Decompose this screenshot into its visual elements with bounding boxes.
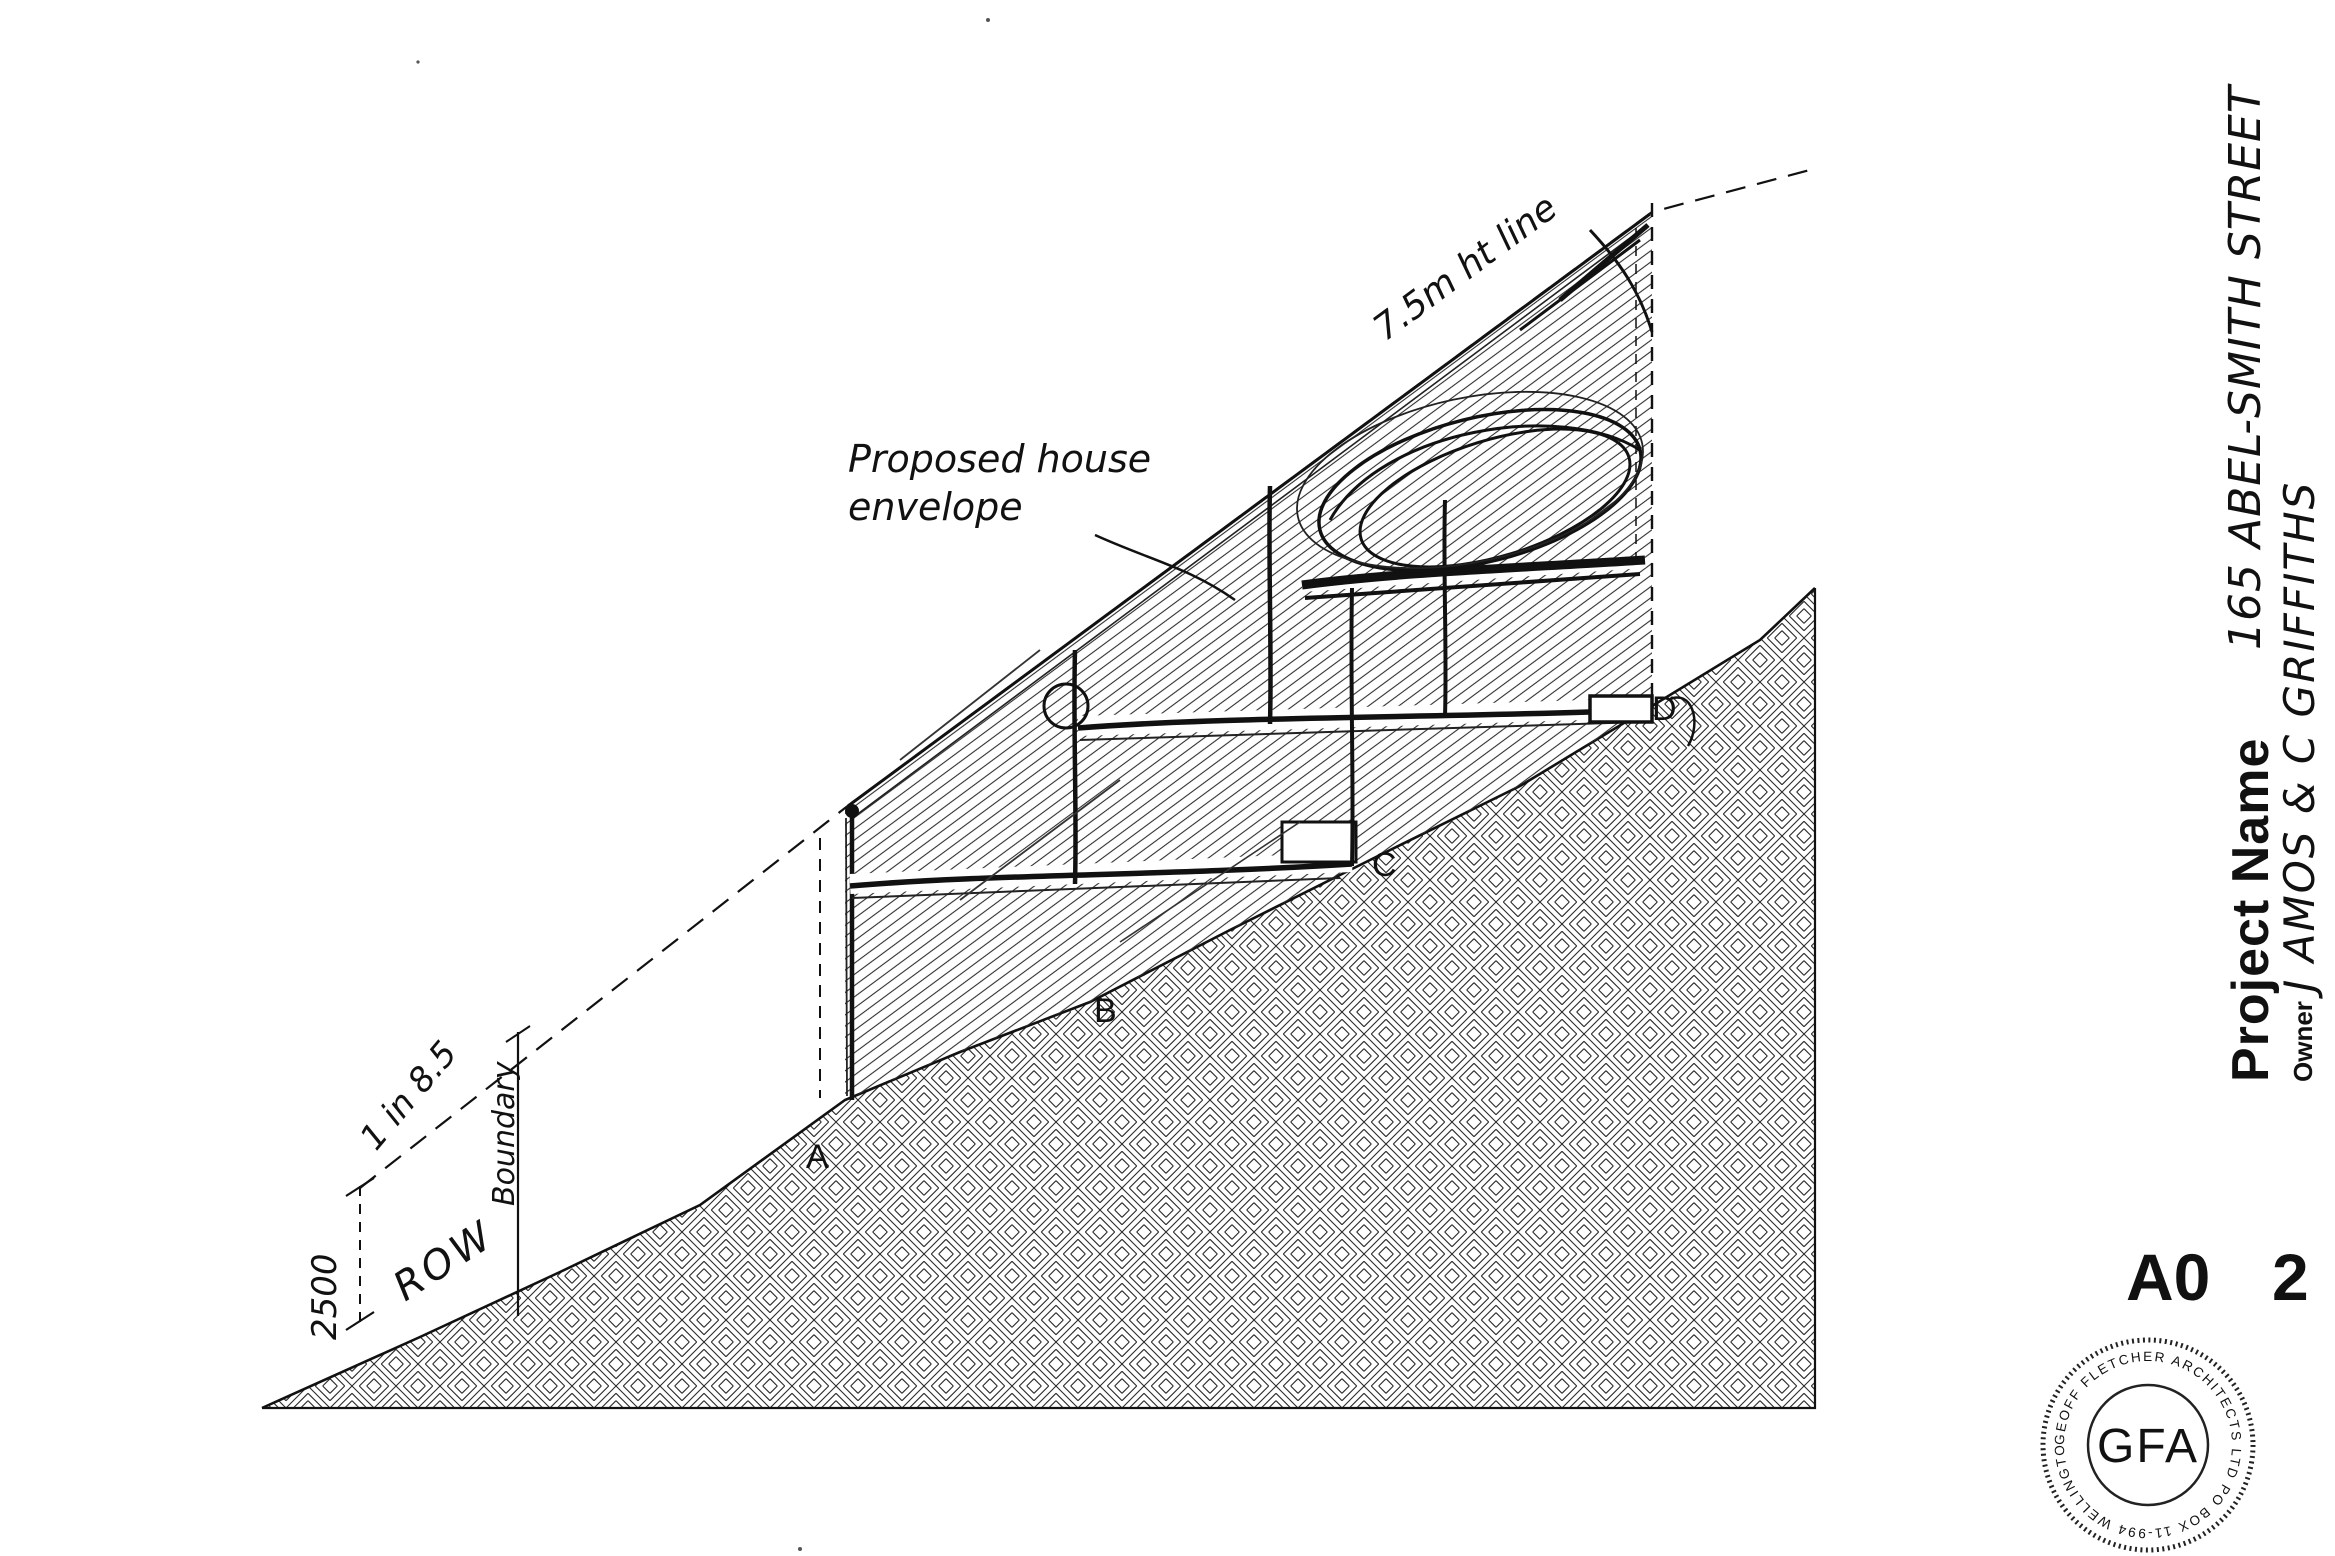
floor-sketch: [849, 223, 1696, 943]
speckle-icon: [798, 1547, 802, 1551]
project-name-label: Project Name: [2222, 738, 2280, 1082]
pencil-stroke-2: [959, 779, 1121, 901]
envelope-label-line1: Proposed house: [848, 437, 1151, 481]
roof-scribble-3: [1296, 390, 1644, 570]
sheet-size-label: A0: [2126, 1240, 2210, 1314]
lower-floor-line-2: [851, 877, 1341, 899]
roof-scribble-1: [1317, 407, 1643, 573]
stamp-initials: GFA: [2097, 1420, 2199, 1473]
lower-floor-line: [849, 861, 1353, 889]
wall-stroke-4: [1442, 499, 1448, 717]
envelope-top-edge-2: [854, 225, 1647, 817]
ground-hatch-fill: [262, 588, 1815, 1408]
envelope-apex-blob: [845, 804, 859, 818]
stamp-outer-ring: [2040, 1337, 2256, 1553]
roof-arc: [1328, 424, 1641, 521]
envelope-left-edge-sketch: [845, 817, 848, 1097]
wall-stroke-2: [1267, 485, 1273, 725]
box-d: [1588, 694, 1654, 724]
setout-lines: [345, 168, 1811, 1331]
envelope-label-line2: envelope: [848, 485, 1023, 529]
detail-circle: [1042, 682, 1090, 730]
mid-floor-line: [1077, 707, 1649, 731]
dim-2500-label: 2500: [305, 1253, 345, 1340]
speckle-icon: [986, 18, 990, 22]
title-block: Project Name 165 ABEL-SMITH STREET Owner…: [2126, 83, 2324, 1314]
upper-floor-line-2: [1304, 572, 1641, 600]
upper-floor-line: [1301, 555, 1646, 590]
wall-stroke-1: [1072, 649, 1078, 885]
dim-tick-bottom: [345, 1311, 375, 1331]
corner-scribble-2: [1519, 238, 1641, 332]
point-a-label: A: [806, 1138, 829, 1176]
step-box-c: [1280, 820, 1358, 864]
flourish-d: [1667, 696, 1696, 747]
owner-value: J AMOS & C GRIFFITHS: [2275, 481, 2324, 999]
point-d-label: D: [1652, 690, 1677, 728]
pencil-stroke-3: [1119, 821, 1301, 943]
mid-floor-line-2: [1079, 721, 1641, 741]
corner-scribble-3: [1588, 228, 1654, 333]
envelope-label-leader: [1094, 533, 1236, 602]
boundary-label: Boundary: [487, 1060, 522, 1206]
speckle-icon: [416, 60, 420, 64]
dim-tick-top: [345, 1177, 375, 1197]
point-c-label: C: [1372, 846, 1397, 884]
slope-label: 1 in 8.5: [352, 1034, 465, 1158]
ground-base-line: [262, 588, 1817, 1410]
pencil-stroke-1: [899, 649, 1041, 761]
owner-label: Owner: [2288, 1001, 2318, 1082]
sheet-number-label: 2: [2272, 1240, 2309, 1314]
height-line-dashed: [359, 168, 1811, 1189]
point-b-label: B: [1094, 992, 1117, 1030]
row-label: ROW: [385, 1211, 503, 1310]
stamp-inner-ring: [2086, 1383, 2210, 1507]
wall-stroke-3: [1349, 587, 1355, 867]
project-name-value: 165 ABEL-SMITH STREET: [2220, 83, 2271, 650]
boundary-tick: [505, 1025, 531, 1043]
scan-speckles: [416, 18, 990, 1551]
